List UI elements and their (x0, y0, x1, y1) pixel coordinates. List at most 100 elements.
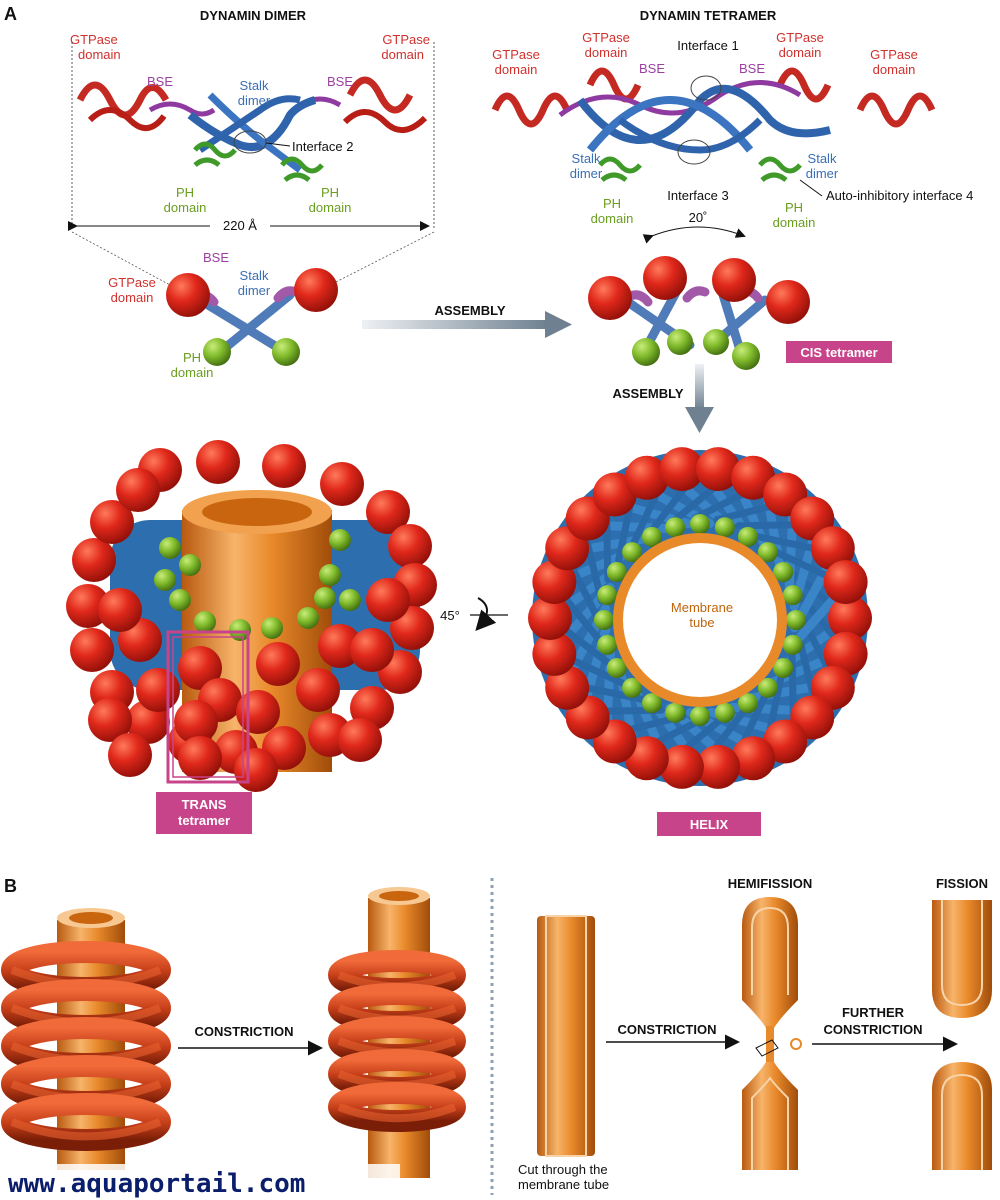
top-ph-sphere (690, 514, 710, 534)
schematic-bse-label: BSE (203, 250, 229, 265)
top-ph-sphere (642, 693, 662, 714)
dimer-bse-left: BSE (147, 74, 173, 89)
rotation-indicator: 45° (440, 597, 508, 631)
coil-before-constriction (1, 908, 171, 1170)
top-gtpase-sphere (659, 744, 704, 789)
panel-b-letter: B (4, 876, 17, 896)
tetramer-title: DYNAMIN TETRAMER (640, 8, 777, 23)
top-ph-sphere (782, 585, 803, 606)
side-gtpase-sphere (108, 733, 152, 777)
side-gtpase-sphere (174, 700, 218, 744)
side-gtpase-sphere (178, 646, 222, 690)
side-ph-sphere (169, 589, 191, 611)
side-ph-sphere (194, 611, 216, 633)
side-ph-sphere (329, 529, 351, 551)
top-ph-sphere (642, 526, 662, 547)
top-gtpase-sphere (696, 744, 741, 789)
cis-gtpase-3 (712, 258, 756, 302)
top-ph-sphere (782, 634, 803, 655)
side-gtpase-sphere (350, 628, 394, 672)
top-gtpase-sphere (532, 631, 577, 676)
hemifission-tube: HEMIFISSION (728, 876, 812, 1170)
side-gtpase-sphere (318, 624, 362, 668)
dimer-width-label: 220 Å (223, 218, 257, 233)
top-ph-sphere (690, 706, 710, 726)
top-ph-sphere (594, 610, 614, 630)
top-gtpase-sphere (823, 560, 868, 605)
panel-a-letter: A (4, 4, 17, 24)
side-gtpase-sphere (116, 468, 160, 512)
cis-label-box (786, 341, 892, 363)
side-ph-sphere (154, 569, 176, 591)
side-gtpase-sphere (338, 718, 382, 762)
top-gtpase-sphere (696, 447, 741, 492)
side-gtpase-sphere (72, 538, 116, 582)
side-gtpase-sphere (366, 578, 410, 622)
top-gtpase-sphere (810, 526, 855, 571)
rotation-label: 45° (440, 608, 460, 623)
constriction-label-1: CONSTRICTION (195, 1024, 294, 1039)
top-ph-sphere (773, 658, 794, 678)
top-ph-sphere (786, 610, 806, 630)
top-ph-sphere (738, 693, 758, 714)
side-ph-sphere (229, 619, 251, 641)
side-gtpase-sphere (70, 628, 114, 672)
side-ph-sphere (314, 587, 336, 609)
top-ph-sphere (597, 634, 618, 655)
cis-ph-4 (732, 342, 760, 370)
side-ph-sphere (297, 607, 319, 629)
top-gtpase-sphere (659, 447, 704, 492)
top-ph-sphere (757, 542, 778, 563)
schematic-gtpase-right (294, 268, 338, 312)
top-gtpase-sphere (624, 455, 669, 500)
top-gtpase-sphere (528, 596, 572, 640)
coil-after-constriction (328, 887, 466, 1178)
side-gtpase-sphere (178, 736, 222, 780)
cis-ph-3 (703, 329, 729, 355)
cis-gtpase-1 (588, 276, 632, 320)
fission-tubes: FISSION (932, 876, 992, 1170)
dimer-bse-right: BSE (327, 74, 353, 89)
tetramer-interface4: Auto-inhibitory interface 4 (826, 188, 973, 203)
cis-gtpase-4 (766, 280, 810, 324)
tetramer-angle: 20˚ (689, 210, 708, 225)
top-ph-sphere (665, 702, 686, 723)
trans-highlight-box (166, 630, 250, 784)
constriction-arrow-2: CONSTRICTION (606, 1022, 740, 1050)
assembly-arrow-vertical: ASSEMBLY (612, 364, 714, 433)
top-ph-sphere (606, 658, 627, 678)
schematic-gtpase-left (166, 273, 210, 317)
coil-highlight (10, 1118, 162, 1141)
tetramer-bse-right: BSE (739, 61, 765, 76)
cis-ph-1 (632, 338, 660, 366)
membrane-tube-ring (613, 533, 787, 707)
cis-label: CIS tetramer (800, 345, 877, 360)
side-gtpase-sphere (98, 588, 142, 632)
top-ph-sphere (757, 677, 778, 698)
trans-label-box (156, 792, 252, 834)
top-ph-sphere (714, 702, 735, 723)
top-ph-sphere (773, 562, 794, 582)
top-ph-sphere (622, 677, 643, 698)
